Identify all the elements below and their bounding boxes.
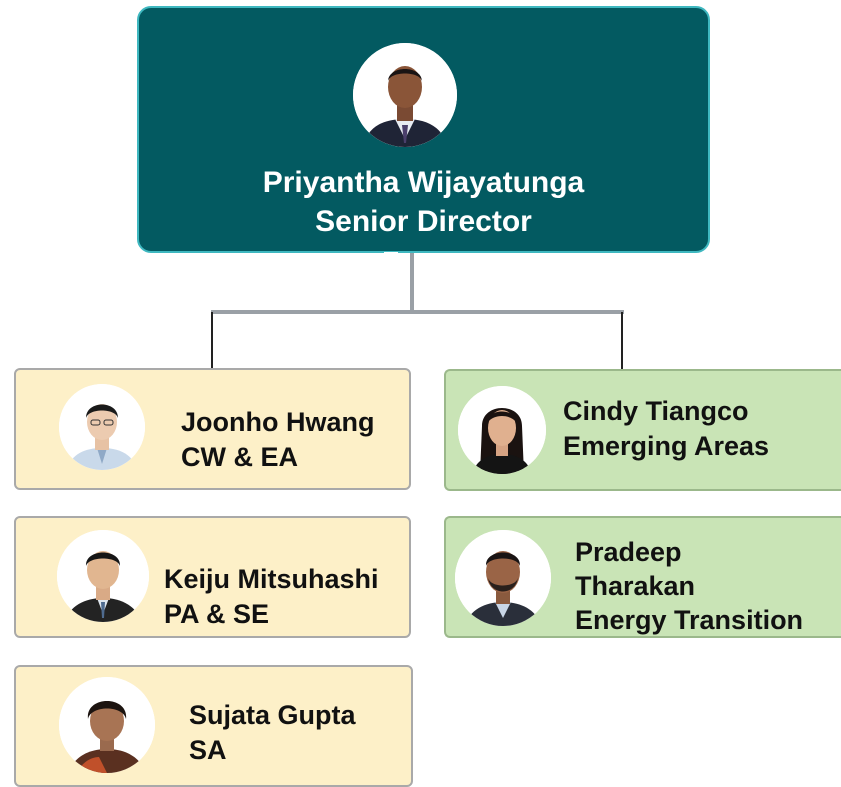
avatar-keiju-mitsuhashi [57,530,149,622]
connector-left-drop [211,312,213,368]
member-role-pradeep-tharakan: Energy Transition [575,605,804,635]
member-role-cindy-tiangco: Emerging Areas [563,431,770,461]
head-name: Priyantha Wijayatunga [262,166,585,199]
connector-trunk [410,253,414,313]
member-name-joonho-hwang: Joonho Hwang [181,407,375,437]
head-title: Senior Director [315,205,532,238]
member-name-line2-pradeep-tharakan: Tharakan [575,571,696,601]
head-avatar [353,43,457,147]
avatar-sujata-gupta [59,677,155,773]
member-role-joonho-hwang: CW & EA [181,442,298,472]
member-role-sujata-gupta: SA [189,735,227,765]
connector-horizontal [211,310,624,314]
member-name-sujata-gupta: Sujata Gupta [189,700,356,730]
avatar-joonho-hwang [59,384,145,470]
decorative-dash [384,252,398,256]
member-name-cindy-tiangco: Cindy Tiangco [563,396,749,426]
member-name-keiju-mitsuhashi: Keiju Mitsuhashi [164,564,379,594]
connector-right-drop [621,312,623,370]
avatar-cindy-tiangco [458,386,546,474]
member-role-keiju-mitsuhashi: PA & SE [164,599,270,629]
avatar-pradeep-tharakan [455,530,551,626]
member-name-line1-pradeep-tharakan: Pradeep [575,537,682,567]
